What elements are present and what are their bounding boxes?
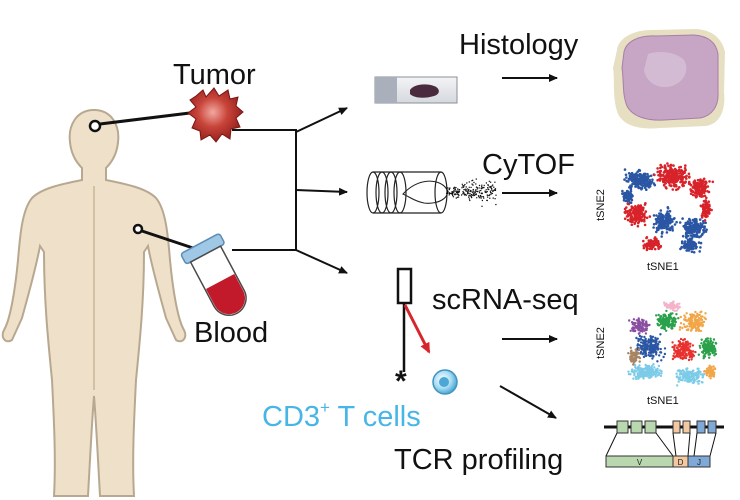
- svg-text:*: *: [395, 365, 407, 398]
- tumor-icon: [187, 87, 244, 143]
- scrnaseq-tsne-plot: [627, 300, 718, 387]
- histology-label: Histology: [459, 29, 579, 61]
- cytof-instrument-icon: [366, 171, 497, 214]
- output-arrows: [499, 74, 558, 419]
- scrnaseq-xlabel: tSNE1: [647, 395, 679, 407]
- histology-tissue-image: [613, 29, 725, 129]
- cytof-ylabel: tSNE2: [595, 189, 607, 221]
- cytof-xlabel: tSNE1: [647, 261, 679, 273]
- ion-spray-icon: [445, 178, 497, 207]
- scrnaseq-ylabel: tSNE2: [595, 327, 607, 359]
- segment-label-v: V: [637, 458, 643, 467]
- cytof-tsne-plot: [621, 162, 715, 254]
- branch-connector: [232, 107, 348, 274]
- tumor-label: Tumor: [173, 59, 256, 91]
- human-body-icon: [1, 108, 187, 497]
- blood-tube-icon: [180, 233, 247, 316]
- tcr-profiling-label: TCR profiling: [394, 444, 564, 476]
- scrnaseq-label: scRNA-seq: [432, 284, 579, 316]
- segment-label-d: D: [678, 458, 684, 467]
- t-cells-label: CD3+ T cells: [262, 398, 421, 433]
- histology-slide-icon: [374, 76, 458, 104]
- cytof-label: CyTOF: [482, 149, 575, 181]
- segment-label-j: J: [697, 458, 701, 467]
- blood-callout: [132, 223, 194, 250]
- t-cell-icon: [432, 369, 458, 395]
- blood-label: Blood: [194, 317, 269, 349]
- tcr-gene-diagram: V D J: [604, 420, 724, 468]
- sorting-icon: *: [395, 267, 431, 398]
- tumor-callout: [88, 110, 199, 133]
